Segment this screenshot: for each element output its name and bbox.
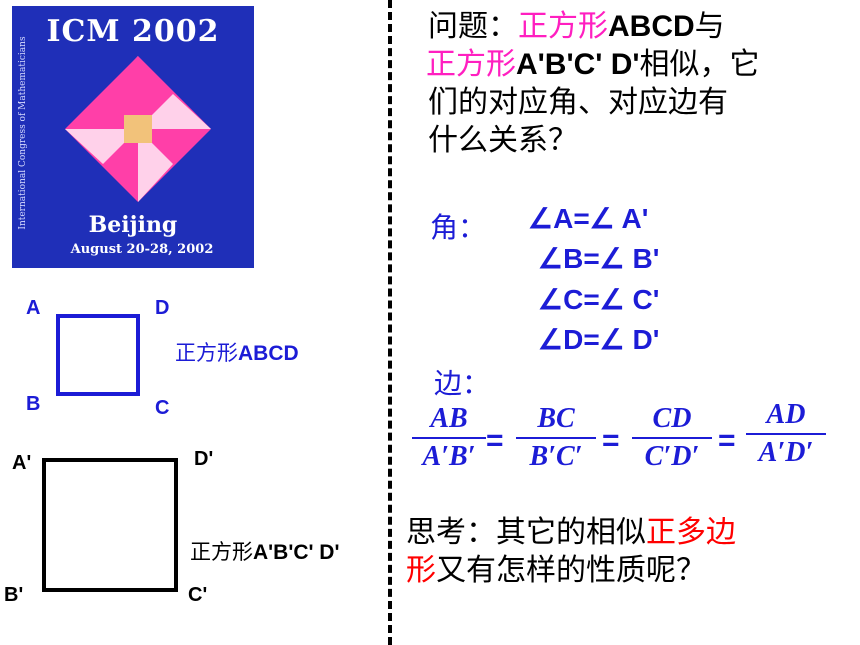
angle-equality-b: ∠B=∠ B': [538, 243, 660, 274]
logo-title: ICM 2002: [46, 14, 220, 49]
logo-dates: August 20-28, 2002: [70, 242, 214, 257]
vertex-c-label: C: [155, 397, 170, 419]
equals-sign-2: =: [602, 424, 620, 457]
fraction-bar: [746, 433, 826, 435]
side-ratio-ad-numerator: AD: [766, 399, 806, 430]
think-line-1: 思考：其它的相似正多边: [406, 514, 846, 552]
side-ratio-bc-denominator: B′C′: [529, 441, 583, 472]
vertex-d-label: D: [155, 297, 170, 319]
angle-equality-c: ∠C=∠ C': [538, 284, 660, 315]
side-ratio-bc-numerator: BC: [537, 403, 575, 434]
square-abcd-name-letters: ABCD: [238, 342, 299, 365]
side-ratio-ab-numerator: AB: [430, 403, 468, 434]
icm-2002-logo: ICM 2002 International Congress of Mathe…: [12, 6, 254, 268]
question-line-2: 正方形A'B'C' D'相似，它: [426, 46, 848, 84]
equals-sign-3: =: [718, 424, 736, 457]
question-square1-word: 正方形: [518, 9, 608, 44]
think-highlight-2: 形: [406, 553, 436, 588]
logo-vertical-text: International Congress of Mathematicians: [18, 36, 28, 230]
square-prime-name: 正方形A'B'C' D': [190, 536, 339, 566]
vertex-b-prime-label: B': [4, 584, 24, 606]
think-block: 思考：其它的相似正多边 形又有怎样的性质呢？: [406, 514, 846, 590]
fraction-bar: [632, 437, 712, 439]
square-a-prime-b-prime-c-prime-d-prime: [42, 458, 178, 592]
question-line-3: 们的对应角、对应边有: [428, 85, 728, 120]
logo-city: Beijing: [88, 212, 178, 238]
sides-label: 边：: [434, 367, 491, 400]
think-prefix: 思考：其它的相似: [406, 515, 646, 550]
side-ratio-cd-denominator: C′D′: [644, 441, 700, 472]
question-line-4: 什么关系？: [428, 123, 578, 158]
fraction-bar: [412, 437, 486, 439]
square-prime-name-letters: A'B'C' D': [253, 541, 340, 564]
vertex-a-prime-label: A': [12, 452, 32, 474]
question-prefix: 问题：: [428, 9, 518, 44]
vertex-c-prime-label: C': [188, 584, 208, 606]
equals-sign-1: =: [486, 424, 504, 457]
side-ratio-bc: BC B′C′: [516, 404, 596, 472]
question-square1-letters: ABCD: [608, 10, 695, 43]
think-suffix: 又有怎样的性质呢？: [436, 553, 706, 588]
question-line-1: 问题：正方形ABCD与: [428, 8, 848, 46]
vertex-b-label: B: [26, 393, 41, 415]
square-abcd: [56, 314, 140, 396]
think-highlight-1: 正多边: [646, 515, 736, 550]
side-ratio-ab-denominator: A′B′: [422, 441, 476, 472]
pinwheel-square-emblem: [65, 56, 211, 202]
question-block: 问题：正方形ABCD与 正方形A'B'C' D'相似，它 们的对应角、对应边有 …: [426, 8, 848, 160]
square-abcd-name: 正方形ABCD: [175, 337, 299, 367]
angle-equality-d: ∠D=∠ D': [538, 324, 660, 355]
side-ratio-ad-denominator: A′D′: [758, 437, 814, 468]
question-mid: 与: [694, 9, 725, 44]
square-abcd-name-prefix: 正方形: [175, 342, 238, 365]
question-square2-word: 正方形: [426, 47, 516, 82]
square-prime-name-prefix: 正方形: [190, 541, 253, 564]
side-ratio-ab: AB A′B′: [412, 404, 486, 472]
angles-label: 角：: [430, 211, 487, 244]
side-ratio-ad: AD A′D′: [746, 400, 826, 468]
question-square2-letters: A'B'C' D': [516, 48, 640, 81]
question-suffix: 相似，它: [639, 47, 760, 82]
think-line-2: 形又有怎样的性质呢？: [406, 552, 846, 590]
side-ratio-cd-numerator: CD: [652, 403, 692, 434]
side-ratio-cd: CD C′D′: [632, 404, 712, 472]
angle-equality-a: ∠A=∠ A': [528, 203, 649, 234]
vertical-dashed-divider: [388, 0, 392, 645]
vertex-d-prime-label: D': [194, 448, 214, 470]
fraction-bar: [516, 437, 596, 439]
vertex-a-label: A: [26, 297, 41, 319]
